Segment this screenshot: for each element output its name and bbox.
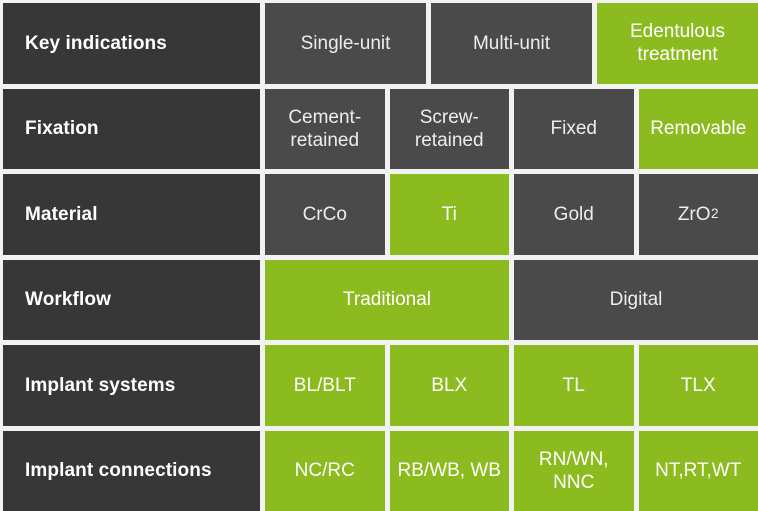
matrix-cell-highlighted: TL [514,345,634,426]
row-label: Key indications [3,3,260,84]
row-label: Implant systems [3,345,260,426]
row-label: Material [3,174,260,255]
matrix-cell: Screw-retained [389,88,509,169]
matrix-cell-highlighted: RN/WN, NNC [514,430,634,511]
matrix-cell: Cement-retained [265,88,385,169]
matrix-cell: Gold [514,174,634,255]
matrix-cell: Fixed [514,88,634,169]
matrix-cell-highlighted: NT,RT,WT [638,430,758,511]
cell-text-subscript: 2 [711,205,719,221]
matrix-cell-highlighted: BLX [389,345,509,426]
row-label: Fixation [3,88,260,169]
row-label: Implant connections [3,430,260,511]
matrix-cell-highlighted: Traditional [265,259,509,340]
matrix-cell-highlighted: Edentulous treatment [597,3,758,84]
cell-text-base: ZrO [677,203,711,225]
matrix-cell-highlighted: NC/RC [265,430,385,511]
matrix-cell-highlighted: Removable [638,88,758,169]
matrix-cell: CrCo [265,174,385,255]
matrix-cell-highlighted: RB/WB, WB [389,430,509,511]
matrix-cell-highlighted: TLX [638,345,758,426]
matrix-cell-highlighted: Ti [389,174,509,255]
matrix-cell: Digital [514,259,758,340]
matrix-cell: Multi-unit [431,3,592,84]
row-label: Workflow [3,259,260,340]
matrix-cell-highlighted: BL/BLT [265,345,385,426]
matrix-cell: Single-unit [265,3,426,84]
